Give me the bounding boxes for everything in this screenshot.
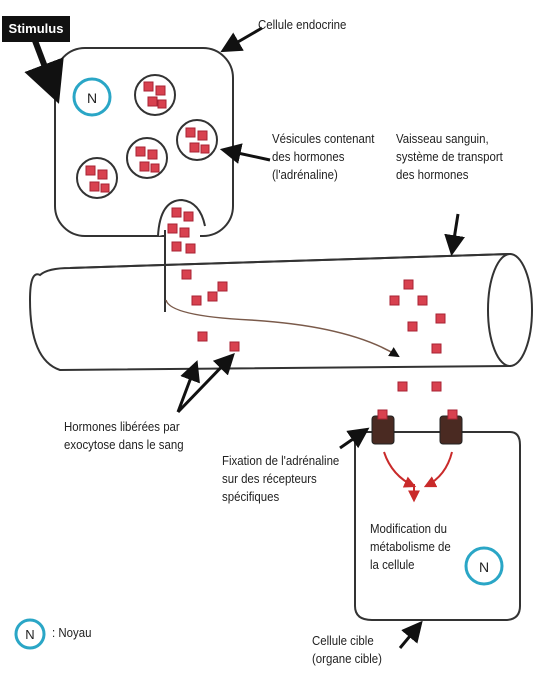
target-nucleus: N (466, 548, 502, 584)
endocrine-nucleus: N (74, 79, 110, 115)
nucleus-letter: N (87, 90, 97, 106)
blood-vessel (30, 254, 532, 370)
vesicle (127, 138, 167, 178)
nucleus-letter: N (479, 559, 489, 575)
receptor-binding-label: Fixation de l'adrénaline sur des récepte… (222, 452, 339, 506)
vesicles-label: Vésicules contenant des hormones (l'adré… (272, 130, 374, 184)
blood-vessel-label: Vaisseau sanguin, système de transport d… (396, 130, 503, 184)
vesicle (77, 158, 117, 198)
vesicle (135, 75, 175, 115)
legend-nucleus: N (16, 620, 44, 648)
receptor (440, 416, 462, 444)
endocrine-cell-label: Cellule endocrine (258, 16, 346, 34)
target-cell-label: Cellule cible (organe cible) (312, 632, 382, 668)
legend-label: : Noyau (52, 624, 91, 642)
receptor (372, 416, 394, 444)
stimulus-label: Stimulus (2, 16, 70, 42)
metabolism-label: Modification du métabolisme de la cellul… (370, 520, 451, 574)
vesicle (177, 120, 217, 160)
nucleus-letter: N (25, 627, 34, 642)
exocytosis-label: Hormones libérées par exocytose dans le … (64, 418, 184, 454)
